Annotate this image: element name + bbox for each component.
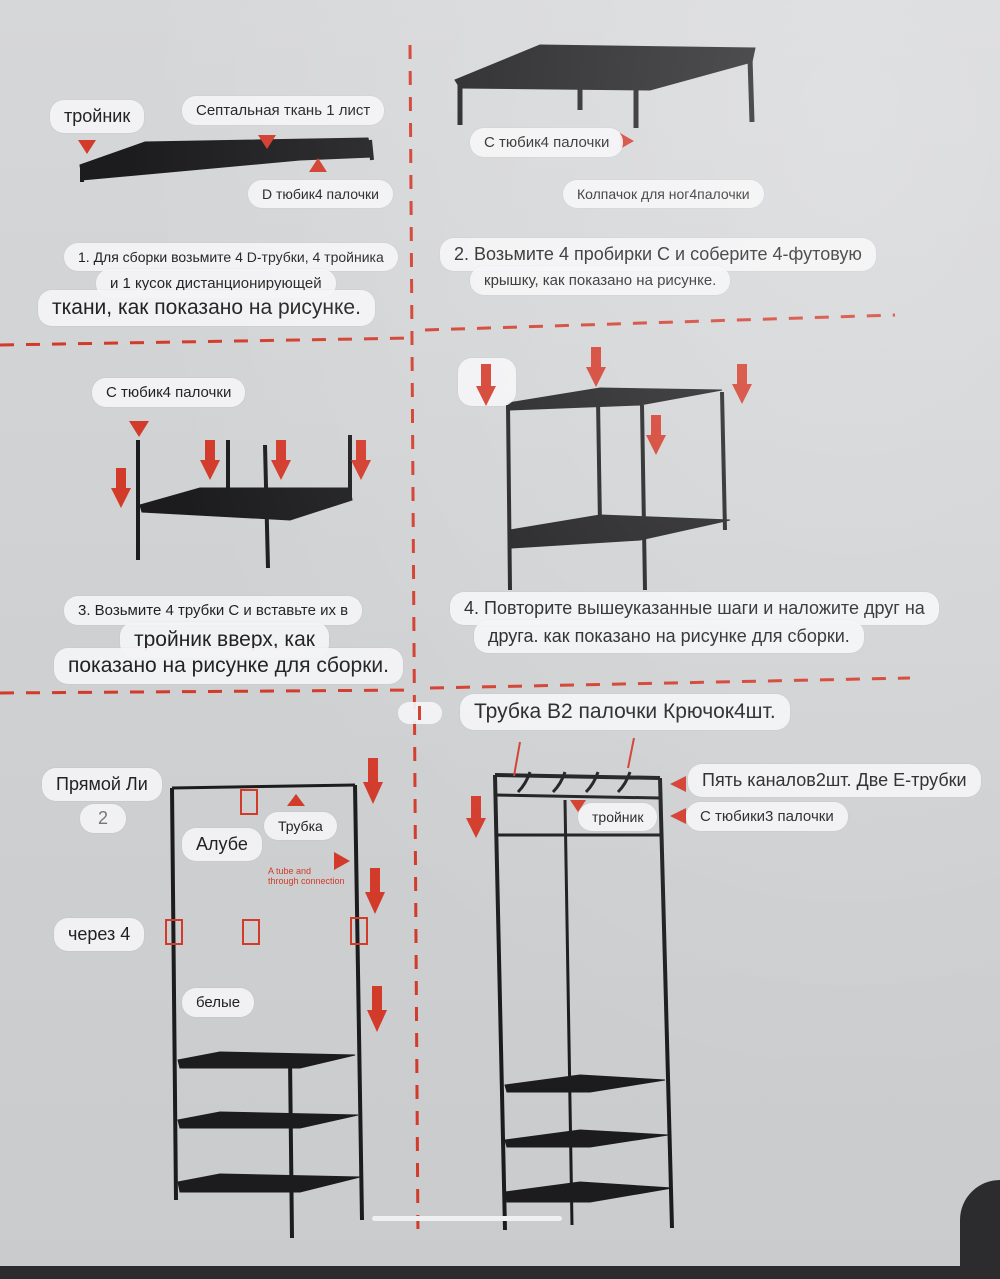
step2-ctube-callout: С тюбик4 палочки <box>470 128 624 157</box>
step1-shelf-drawing <box>79 137 374 182</box>
step3-shelf-drawing <box>136 435 353 569</box>
pointer-triangle-icon <box>258 135 276 149</box>
pointer-triangle-icon <box>287 794 305 806</box>
step6-rack-drawing <box>493 771 674 1231</box>
pointer-triangle-icon <box>334 852 350 870</box>
step5-red-note-line1: A tube and <box>268 866 312 876</box>
pointer-triangle-icon <box>570 800 586 812</box>
pointer-triangle-icon <box>129 421 149 437</box>
home-indicator[interactable] <box>372 1216 562 1221</box>
pointer-triangle-icon <box>78 140 96 154</box>
arrow-down-icon <box>200 440 220 480</box>
step4-text-line2: друга. как показано на рисунке для сборк… <box>474 620 864 653</box>
step2-text-line1: 2. Возьмите 4 пробирки C и соберите 4-фу… <box>440 238 876 271</box>
step5-atube-callout: Алубе <box>182 828 262 861</box>
step6-ctube-callout: С тюбики3 палочки <box>686 802 848 831</box>
step2-table-drawing <box>454 44 756 128</box>
step5-red-note-line2: through connection <box>268 876 345 887</box>
arrow-down-icon <box>271 440 291 480</box>
step1-text-line3: ткани, как показано на рисунке. <box>38 290 375 326</box>
step5-red-note: A tube and through connection <box>268 866 345 887</box>
bottom-bar <box>0 1266 1000 1279</box>
step1-fabric-callout: Септальная ткань 1 лист <box>182 96 385 125</box>
step1-text-line1: 1. Для сборки возьмите 4 D-трубки, 4 тро… <box>64 243 398 271</box>
arrow-down-icon <box>476 364 496 406</box>
step3-ctube-callout: С тюбик4 палочки <box>92 378 246 407</box>
arrow-down-icon <box>586 347 606 387</box>
dashed-dividers <box>0 44 911 1241</box>
step6-tee-callout: тройник <box>578 803 658 831</box>
divider-tag <box>398 702 442 724</box>
arrow-down-icon <box>646 415 666 455</box>
step6-header: Трубка B2 палочки Крючок4шт. <box>460 694 790 730</box>
red-arrows <box>78 133 752 1032</box>
step4-text-line1: 4. Повторите вышеуказанные шаги и наложи… <box>450 592 939 625</box>
step3-text-line1: 3. Возьмите 4 трубки C и вставьте их в <box>64 596 363 625</box>
step4-frame-drawing <box>506 387 731 591</box>
arrow-down-icon <box>363 758 383 804</box>
pointer-triangle-icon <box>670 776 686 792</box>
step5-number-callout: 2 <box>80 804 127 833</box>
pointer-triangle-icon <box>670 808 686 824</box>
arrow-down-icon <box>351 440 371 480</box>
step2-text-line2: крышку, как показано на рисунке. <box>470 266 731 295</box>
step3-text-line3: показано на рисунке для сборки. <box>54 648 403 684</box>
step5-rack-drawing <box>165 783 368 1239</box>
pointer-triangle-icon <box>620 133 634 149</box>
arrow-down-icon <box>732 364 752 404</box>
step2-caps-callout: Колпачок для ног4палочки <box>563 180 764 208</box>
step5-white-callout: белые <box>182 988 255 1017</box>
arrow-down-icon <box>111 468 131 508</box>
step5-through-callout: через 4 <box>54 918 145 951</box>
step5-tube-callout: Трубка <box>264 812 337 840</box>
step6-channels-callout: Пять каналов2шт. Две E-трубки <box>688 764 981 797</box>
pointer-triangle-icon <box>309 158 327 172</box>
arrow-down-icon <box>466 796 486 838</box>
arrow-down-icon <box>365 868 385 914</box>
step1-tee-callout: тройник <box>50 100 145 133</box>
arrow-down-icon <box>367 986 387 1032</box>
step1-dtube-callout: D тюбик4 палочки <box>248 180 393 208</box>
step5-straight-callout: Прямой Ли <box>42 768 162 801</box>
